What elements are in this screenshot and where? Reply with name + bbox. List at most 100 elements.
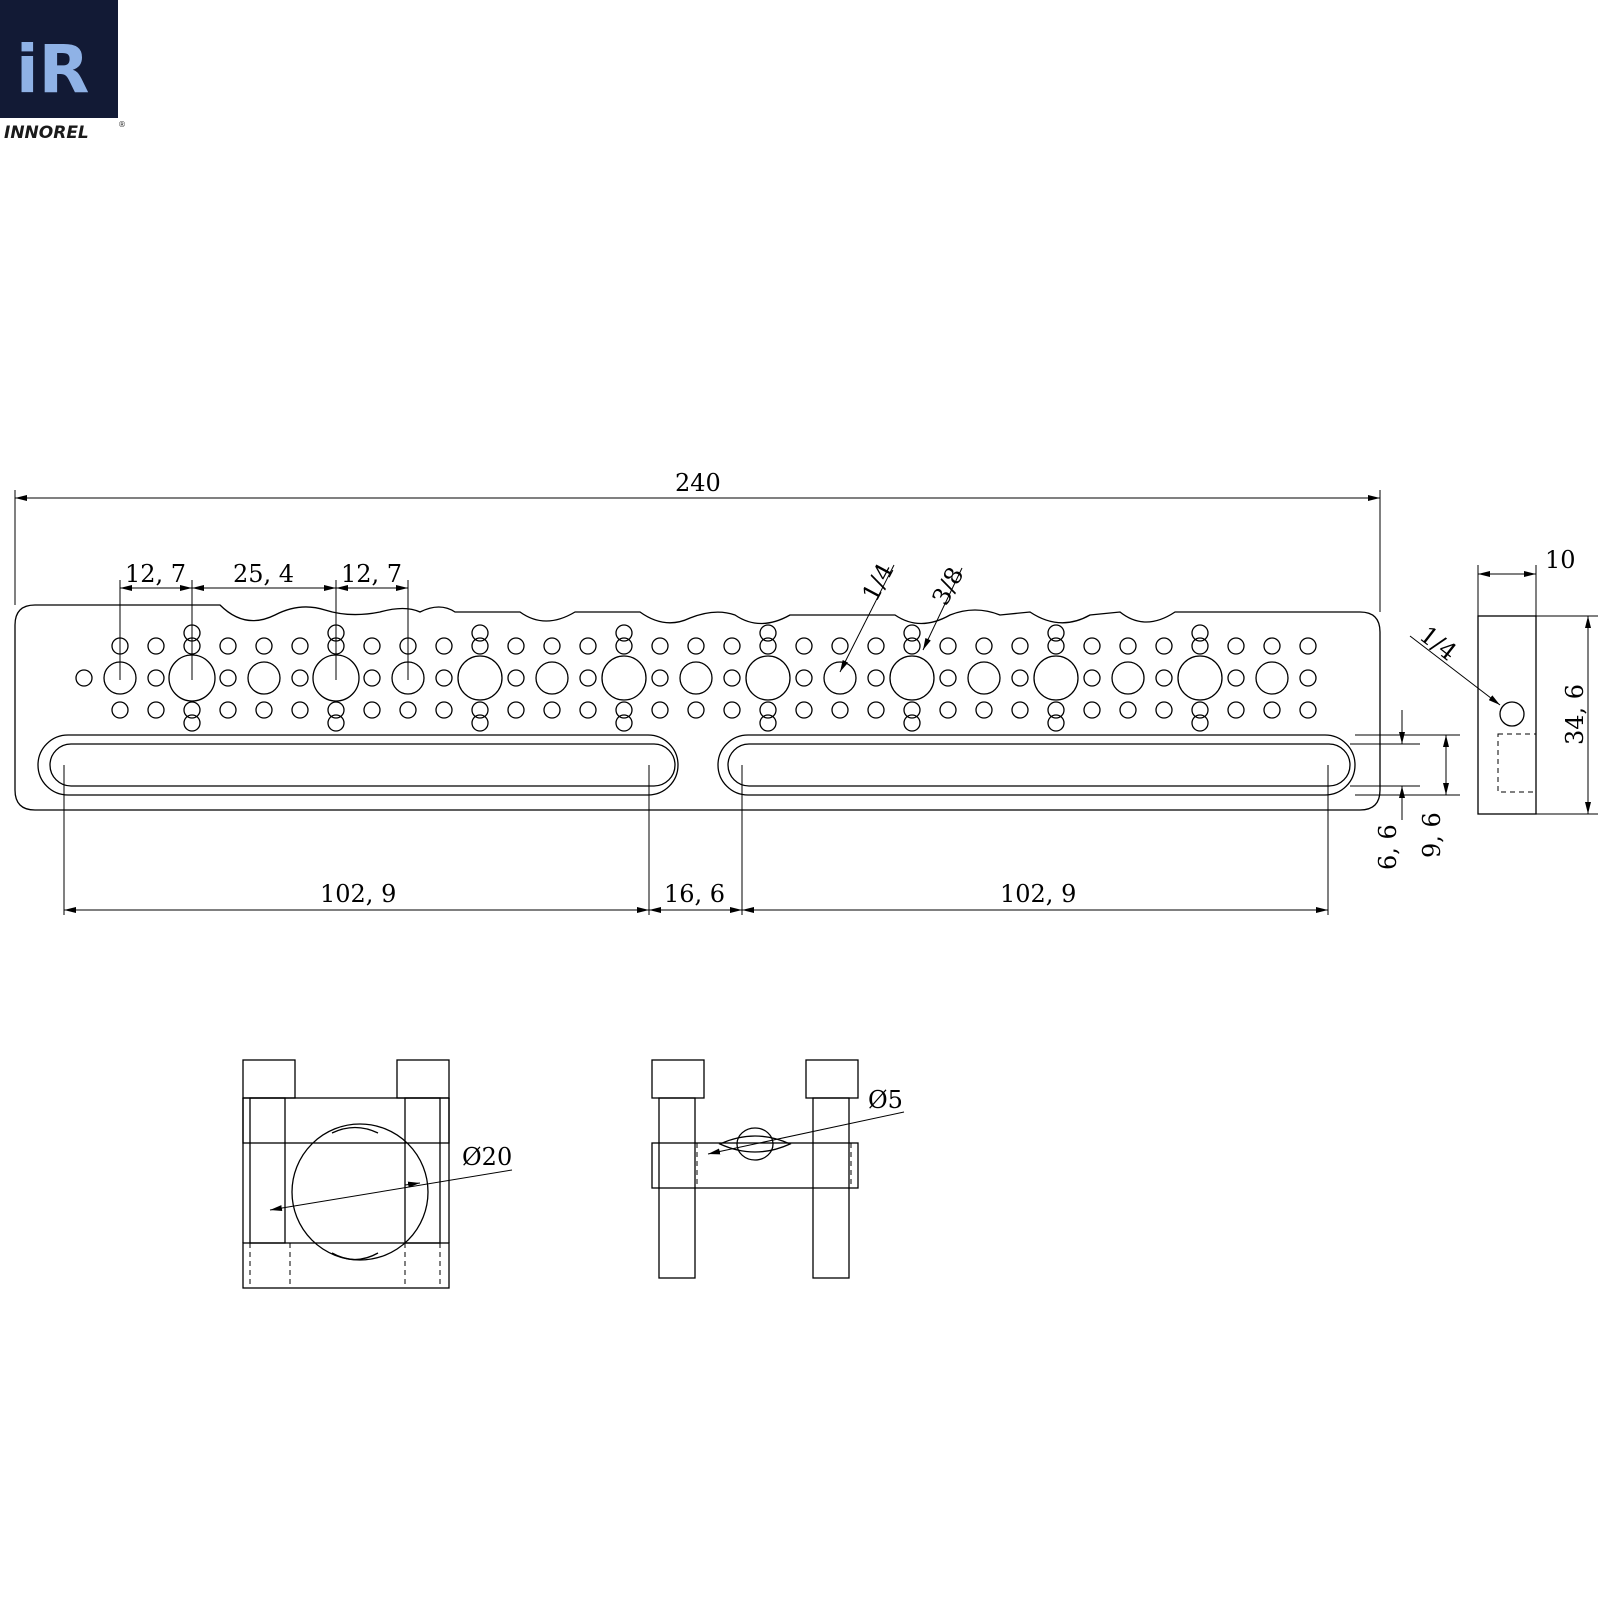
small-hole bbox=[1191, 624, 1209, 642]
small-hole bbox=[615, 701, 633, 719]
small-hole bbox=[1155, 701, 1173, 719]
small-hole bbox=[1299, 669, 1317, 687]
large-hole bbox=[601, 655, 647, 701]
small-hole bbox=[183, 701, 201, 719]
small-hole bbox=[831, 637, 849, 655]
clamp-left-cap-left bbox=[242, 1059, 296, 1099]
leader-clamp-diameter-tip bbox=[404, 1181, 421, 1188]
small-hole bbox=[543, 637, 561, 655]
small-hole bbox=[867, 669, 885, 687]
clamp-right-pin-lens bbox=[718, 1135, 792, 1153]
slot-right-outer bbox=[717, 734, 1356, 796]
medium-hole bbox=[967, 661, 1001, 695]
small-hole bbox=[471, 714, 489, 732]
dim-height: 34, 6 bbox=[1561, 684, 1589, 745]
side-hole bbox=[1499, 701, 1525, 727]
small-hole bbox=[75, 669, 93, 687]
small-hole bbox=[1155, 669, 1173, 687]
small-hole bbox=[507, 701, 525, 719]
small-hole bbox=[255, 637, 273, 655]
logo-registered-mark: ® bbox=[118, 120, 126, 129]
small-hole bbox=[903, 701, 921, 719]
label-side-hole: 1/4 bbox=[1414, 621, 1462, 667]
dim-spacing-2: 25, 4 bbox=[233, 560, 294, 588]
label-hole-b: 3/8 bbox=[927, 563, 970, 610]
small-hole bbox=[1119, 701, 1137, 719]
leader-side-hole bbox=[1409, 635, 1501, 706]
dim-overall-length: 240 bbox=[675, 469, 721, 497]
small-hole bbox=[1191, 637, 1209, 655]
small-hole bbox=[435, 701, 453, 719]
bottom-view-right: Ø5 bbox=[651, 1059, 905, 1279]
small-hole bbox=[1083, 669, 1101, 687]
small-hole bbox=[471, 624, 489, 642]
clamp-left-post-right bbox=[404, 1097, 441, 1244]
clamp-left-bore bbox=[291, 1123, 429, 1261]
small-hole bbox=[723, 669, 741, 687]
small-hole bbox=[939, 669, 957, 687]
small-hole bbox=[1299, 637, 1317, 655]
medium-hole bbox=[823, 661, 857, 695]
medium-hole bbox=[1111, 661, 1145, 695]
small-hole bbox=[435, 637, 453, 655]
small-hole bbox=[903, 714, 921, 732]
clamp-right-pin-hole bbox=[736, 1127, 774, 1161]
small-hole bbox=[363, 637, 381, 655]
logo-glyph: iR bbox=[16, 31, 89, 108]
small-hole bbox=[975, 701, 993, 719]
large-hole bbox=[745, 655, 791, 701]
small-hole bbox=[219, 669, 237, 687]
front-view: 240 12, 7 25, 4 12, 7 1/4 3/8 102, 9 16,… bbox=[14, 469, 1460, 915]
dim-slot-right-length: 102, 9 bbox=[1000, 880, 1076, 908]
small-hole bbox=[1011, 637, 1029, 655]
slot-left-outer bbox=[37, 734, 679, 796]
small-hole bbox=[1083, 637, 1101, 655]
hole-pattern bbox=[75, 624, 1317, 732]
small-hole bbox=[1083, 701, 1101, 719]
clamp-right-cap-right bbox=[805, 1059, 859, 1099]
small-hole bbox=[1119, 637, 1137, 655]
small-hole bbox=[759, 637, 777, 655]
small-hole bbox=[1047, 624, 1065, 642]
small-hole bbox=[1227, 637, 1245, 655]
plate-outline bbox=[14, 604, 1381, 811]
bottom-view-left: Ø20 bbox=[242, 1059, 512, 1289]
label-hole-a: 1/4 bbox=[857, 559, 900, 606]
large-hole bbox=[1033, 655, 1079, 701]
small-hole bbox=[759, 624, 777, 642]
dim-slot-left-length: 102, 9 bbox=[320, 880, 396, 908]
dim-slot-offset: 9, 6 bbox=[1418, 812, 1446, 858]
small-hole bbox=[363, 669, 381, 687]
leader-hole-a bbox=[839, 564, 895, 673]
dim-slot-gap: 16, 6 bbox=[664, 880, 725, 908]
small-hole bbox=[471, 701, 489, 719]
small-hole bbox=[1227, 669, 1245, 687]
small-hole bbox=[651, 637, 669, 655]
small-hole bbox=[399, 701, 417, 719]
clamp-left-post-left bbox=[249, 1097, 286, 1244]
small-hole bbox=[1263, 637, 1281, 655]
small-hole bbox=[1011, 669, 1029, 687]
small-hole bbox=[903, 624, 921, 642]
leader-hole-b bbox=[922, 567, 963, 651]
small-hole bbox=[615, 714, 633, 732]
logo-box bbox=[0, 0, 118, 118]
small-hole bbox=[111, 701, 129, 719]
dim-slot-width: 6, 6 bbox=[1374, 824, 1402, 870]
medium-hole bbox=[247, 661, 281, 695]
side-view: 10 34, 6 1/4 bbox=[1409, 546, 1598, 815]
clamp-left-bottom-bar bbox=[242, 1242, 450, 1289]
small-hole bbox=[579, 701, 597, 719]
leader-pin-diameter bbox=[707, 1111, 905, 1155]
dim-spacing-1: 12, 7 bbox=[125, 560, 186, 588]
small-hole bbox=[507, 637, 525, 655]
small-hole bbox=[1047, 714, 1065, 732]
small-hole bbox=[507, 669, 525, 687]
large-hole bbox=[457, 655, 503, 701]
clamp-left-cap-right bbox=[396, 1059, 450, 1099]
small-hole bbox=[651, 669, 669, 687]
clamp-right-cap-left bbox=[651, 1059, 705, 1099]
small-hole bbox=[147, 701, 165, 719]
slot-right-inner bbox=[727, 743, 1351, 787]
